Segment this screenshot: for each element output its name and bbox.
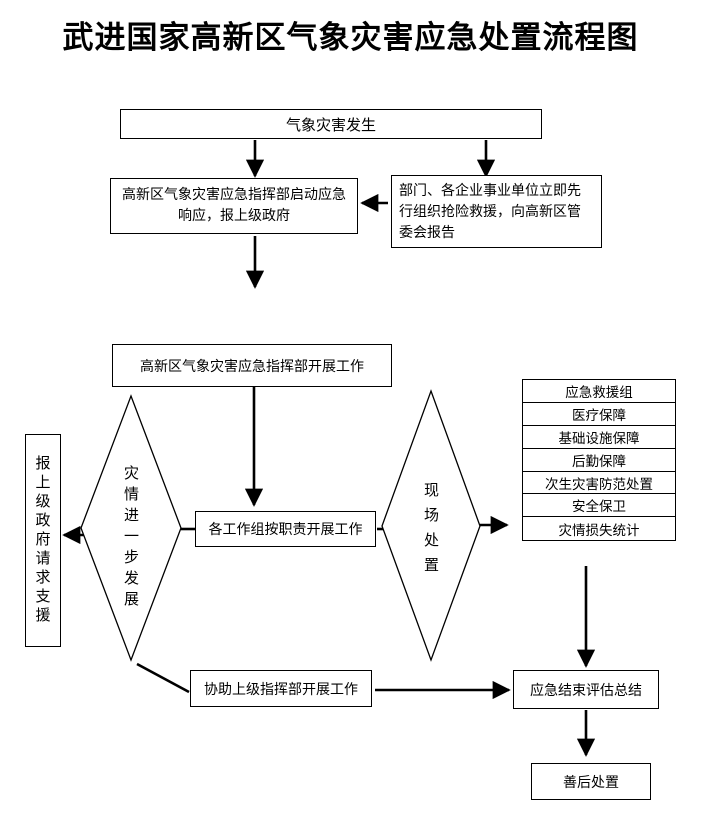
node-aftermath: 善后处置 [531,763,651,800]
team-list: 应急救援组 医疗保障 基础设施保障 后勤保障 次生灾害防范处置 安全保卫 灾情损… [522,379,676,542]
page-title: 武进国家高新区气象灾害应急处置流程图 [62,20,639,56]
report-upper-text: 报上级政府请求支援 [33,455,52,626]
team-item: 次生灾害防范处置 [523,472,675,495]
team-item: 医疗保障 [523,403,675,426]
node-dept-report: 部门、各企业事业单位立即先行组织抢险救援，向高新区管委会报告 [391,175,602,248]
node-end-evaluation: 应急结束评估总结 [513,670,659,709]
team-item: 灾情损失统计 [558,522,640,539]
diamond-onsite-text: 现场处置 [422,482,440,582]
line-diamond-to-assist [136,662,190,694]
team-item: 应急救援组 [523,380,675,403]
diamond-further-development-text: 灾情进一步发展 [122,465,140,612]
diamond-onsite-handling [381,389,481,662]
team-item: 后勤保障 [523,449,675,472]
node-groups-work: 各工作组按职责开展工作 [195,511,376,547]
node-command-work: 高新区气象灾害应急指挥部开展工作 [112,344,392,387]
team-item: 基础设施保障 [523,426,675,449]
node-report-upper: 报上级政府请求支援 [25,434,61,647]
node-disaster-occur: 气象灾害发生 [120,109,542,139]
diamond-further-development [80,394,182,662]
team-item: 安全保卫 [523,494,675,518]
node-assist-upper: 协助上级指挥部开展工作 [190,670,372,707]
node-command-start: 高新区气象灾害应急指挥部启动应急响应，报上级政府 [110,178,358,234]
